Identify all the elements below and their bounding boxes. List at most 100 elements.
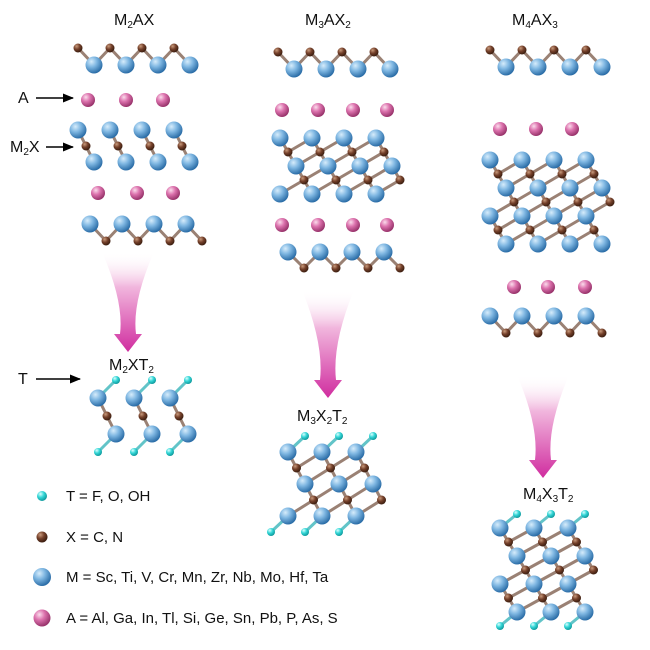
m-atom xyxy=(545,151,563,169)
m-atom xyxy=(313,443,331,461)
a-atom xyxy=(507,280,521,294)
m-atom xyxy=(145,215,163,233)
legend-a-swatch xyxy=(33,609,51,627)
m-atom xyxy=(181,56,199,74)
x-atom xyxy=(360,463,369,473)
x-atom xyxy=(555,565,564,575)
m-atom xyxy=(330,475,348,493)
m-atom xyxy=(529,179,547,197)
m-atom xyxy=(335,129,353,147)
m-atom xyxy=(559,519,577,537)
a-atom xyxy=(380,103,394,117)
t-atom xyxy=(166,448,174,456)
x-atom xyxy=(525,169,535,179)
x-atom xyxy=(133,236,143,246)
a-atom xyxy=(541,280,555,294)
legend-t-swatch xyxy=(37,491,47,501)
m-atom xyxy=(559,575,577,593)
x-atom xyxy=(347,147,357,157)
t-atom xyxy=(335,528,343,536)
x-atom xyxy=(549,45,559,55)
m-atom xyxy=(143,425,161,443)
t-atom xyxy=(564,622,572,630)
m-atom xyxy=(561,58,579,76)
m-atom xyxy=(347,507,365,525)
x-atom xyxy=(557,225,567,235)
x-atom xyxy=(565,328,575,338)
annotation-t-label: T xyxy=(18,371,28,388)
x-atom xyxy=(533,328,543,338)
a-atom xyxy=(130,186,144,200)
x-atom xyxy=(493,225,503,235)
m-atom xyxy=(125,389,143,407)
m-atom xyxy=(577,307,595,325)
m-atom xyxy=(296,475,314,493)
m-atom xyxy=(69,121,87,139)
x-atom xyxy=(541,197,551,207)
m-atom xyxy=(367,185,385,203)
x-atom xyxy=(493,169,503,179)
x-atom xyxy=(395,175,405,185)
m-atom xyxy=(81,215,99,233)
m-atom xyxy=(497,235,515,253)
a-atom xyxy=(493,122,507,136)
x-atom xyxy=(113,141,123,151)
m-atom xyxy=(113,215,131,233)
m-atom xyxy=(285,60,303,78)
x-atom xyxy=(299,175,309,185)
m-atom xyxy=(491,575,509,593)
t-atom xyxy=(184,376,192,384)
legend-a-text: A = Al, Ga, In, Tl, Si, Ge, Sn, Pb, P, A… xyxy=(66,610,338,627)
x-atom xyxy=(273,47,283,57)
a-atom xyxy=(380,218,394,232)
x-atom xyxy=(538,593,547,603)
x-atom xyxy=(283,147,293,157)
a-atom xyxy=(275,103,289,117)
m-atom xyxy=(481,151,499,169)
legend-m-text: M = Sc, Ti, V, Cr, Mn, Zr, Nb, Mo, Hf, T… xyxy=(66,569,329,586)
m-atom xyxy=(545,307,563,325)
x-atom xyxy=(197,236,207,246)
a-atom xyxy=(311,218,325,232)
m-atom xyxy=(513,207,531,225)
m-atom xyxy=(577,151,595,169)
t-atom xyxy=(513,510,521,518)
t-atom xyxy=(112,376,120,384)
m-atom xyxy=(381,60,399,78)
annotation-m2x-label: M2X xyxy=(10,139,40,158)
x-atom xyxy=(73,43,83,53)
title-m2ax: M2AX xyxy=(114,12,155,31)
a-atom xyxy=(346,218,360,232)
m-atom xyxy=(383,157,401,175)
annotation-a-label: A xyxy=(18,90,29,107)
a-atom xyxy=(578,280,592,294)
a-atom xyxy=(119,93,133,107)
legend-x-swatch xyxy=(36,531,48,543)
x-atom xyxy=(81,141,91,151)
m-atom xyxy=(271,129,289,147)
x-atom xyxy=(521,565,530,575)
t-atom xyxy=(301,432,309,440)
m-atom xyxy=(85,56,103,74)
a-atom xyxy=(91,186,105,200)
legend-t-text: T = F, O, OH xyxy=(66,488,151,505)
x-atom xyxy=(299,263,309,273)
x-atom xyxy=(315,147,325,157)
m-atom xyxy=(576,603,594,621)
x-atom xyxy=(485,45,495,55)
legend-m-swatch xyxy=(33,568,51,586)
t-atom xyxy=(530,622,538,630)
m-atom xyxy=(491,519,509,537)
t-atom xyxy=(148,376,156,384)
m-atom xyxy=(149,153,167,171)
m-atom xyxy=(149,56,167,74)
t-atom xyxy=(581,510,589,518)
m-atom xyxy=(101,121,119,139)
x-atom xyxy=(589,169,599,179)
x-atom xyxy=(105,43,115,53)
m-atom xyxy=(303,185,321,203)
legend-x-text: X = C, N xyxy=(66,529,124,546)
m-atom xyxy=(179,425,197,443)
m-atom xyxy=(133,121,151,139)
x-atom xyxy=(395,263,405,273)
